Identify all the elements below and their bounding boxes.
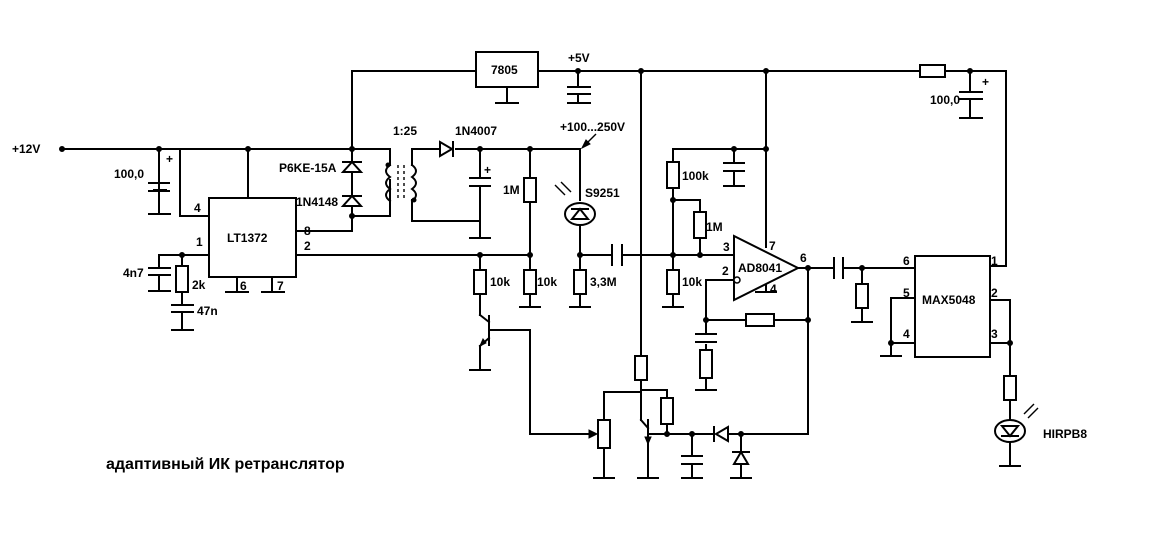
- pin-lt-8: 8: [304, 224, 311, 238]
- opamp-label: AD8041: [738, 261, 782, 275]
- svg-text:+: +: [982, 75, 989, 89]
- pin-lt-6: 6: [240, 279, 247, 293]
- ic-blocks: [208, 51, 991, 358]
- r-fb2-value: 10k: [537, 275, 557, 289]
- pin-op-6: 6: [800, 251, 807, 265]
- r-bias-bot-value: 10k: [682, 275, 702, 289]
- pin-mx-6: 6: [903, 254, 910, 268]
- photodetector: [554, 133, 597, 226]
- c-comp-value: 4n7: [123, 266, 144, 280]
- svg-text:+: +: [484, 163, 491, 177]
- zener-label: 1N4148: [296, 195, 338, 209]
- pin-lt-4: 4: [194, 201, 201, 215]
- pin-lt-1: 1: [196, 235, 203, 249]
- r-bias-mid-value: 1M: [706, 220, 723, 234]
- driver-label: MAX5048: [922, 293, 976, 307]
- pin-lt-2: 2: [304, 239, 311, 253]
- pin-lt-7: 7: [277, 279, 284, 293]
- r-load-value: 3,3M: [590, 275, 617, 289]
- transformer: [385, 162, 417, 203]
- regulator-label: 7805: [491, 63, 518, 77]
- r-fb1-value: 10k: [490, 275, 510, 289]
- pin-op-4: 4: [770, 282, 777, 296]
- resistors: [175, 64, 1017, 449]
- diagram-title: адаптивный ИК ретранслятор: [106, 456, 345, 473]
- diode-label: 1N4007: [455, 124, 497, 138]
- pin-mx-5: 5: [903, 286, 910, 300]
- pmt-label: S9251: [585, 186, 620, 200]
- pin-mx-1: 1: [991, 254, 998, 268]
- capacitors: + + +: [148, 75, 989, 465]
- net-12v: +12V: [12, 142, 40, 156]
- c-comp2-value: 47n: [197, 304, 218, 318]
- pin-op-2: 2: [722, 264, 729, 278]
- diodes: [340, 140, 750, 465]
- r-comp-value: 2k: [192, 278, 206, 292]
- led-label: HIRPB8: [1043, 427, 1087, 441]
- pin-mx-2: 2: [991, 286, 998, 300]
- c-in-value: 100,0: [114, 167, 144, 181]
- transformer-ratio: 1:25: [393, 124, 417, 138]
- r-hv-value: 1M: [503, 183, 520, 197]
- tvs-label: P6KE-15A: [279, 161, 337, 175]
- pin-mx-4: 4: [903, 327, 910, 341]
- ir-led: [994, 403, 1039, 443]
- labels: 7805 LT1372 AD8041 MAX5048 P6KE-15A 1N41…: [12, 51, 1087, 473]
- transistors: [478, 313, 656, 479]
- net-5v: +5V: [568, 51, 590, 65]
- pin-op-3: 3: [723, 240, 730, 254]
- r-bias-top-value: 100k: [682, 169, 709, 183]
- pin-mx-3: 3: [991, 327, 998, 341]
- svg-text:+: +: [166, 152, 173, 166]
- controller-label: LT1372: [227, 231, 268, 245]
- pin-op-7: 7: [769, 239, 776, 253]
- c-out-value: 100,0: [930, 93, 960, 107]
- net-hv: +100...250V: [560, 120, 625, 134]
